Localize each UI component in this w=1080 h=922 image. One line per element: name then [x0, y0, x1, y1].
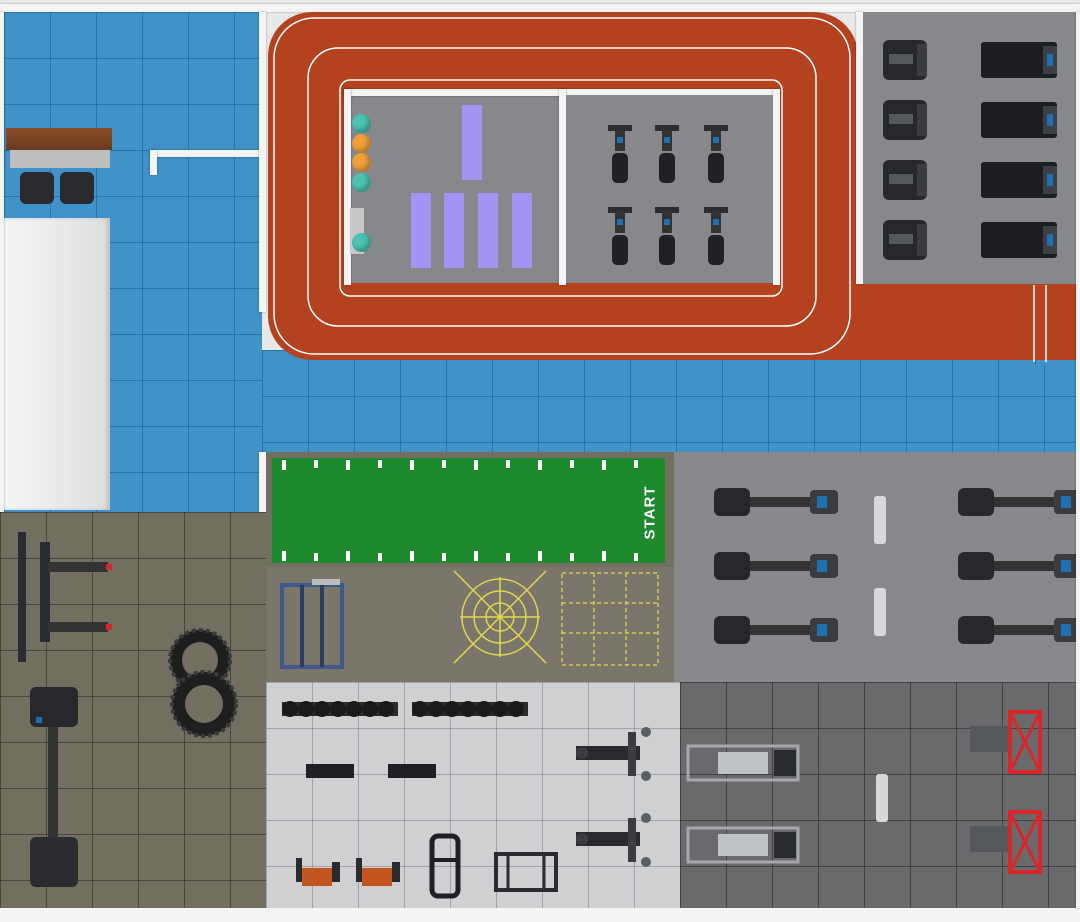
agility-markings	[280, 570, 659, 669]
spin-bike	[704, 125, 728, 183]
treadmill	[981, 222, 1057, 258]
cable-machine	[970, 810, 1042, 874]
yoga-mat	[462, 105, 482, 180]
elliptical	[883, 220, 927, 260]
corridor-floor	[262, 350, 1080, 452]
free-weights-floor	[266, 682, 680, 908]
free-weight-equipment	[282, 701, 651, 899]
rowing-machine	[714, 552, 838, 580]
outer-wall-top	[0, 4, 1080, 12]
functional-equipment	[18, 532, 238, 887]
rower-equipment	[714, 488, 1080, 644]
outer-wall-right	[1076, 12, 1080, 908]
cable-machine	[429, 833, 461, 899]
outer-wall-bottom	[0, 908, 1080, 922]
power-rack	[576, 727, 651, 781]
exercise-ball	[352, 233, 371, 252]
power-rack	[280, 579, 344, 669]
flat-bench	[306, 764, 354, 778]
lobby-wall-left	[0, 12, 4, 512]
spin-bike	[655, 125, 679, 183]
yoga-mat	[444, 193, 464, 268]
flat-bench	[388, 764, 436, 778]
elliptical	[883, 160, 927, 200]
cable-machine	[18, 532, 112, 662]
power-rack	[576, 813, 651, 867]
exercise-ball	[352, 153, 371, 172]
rowing-machine	[958, 552, 1080, 580]
leg-press	[686, 744, 800, 782]
spin-bikes	[608, 125, 728, 265]
lounge-bench	[6, 128, 112, 170]
start-label-wrap: START	[620, 485, 680, 539]
yoga-mat	[411, 193, 431, 268]
treadmill	[981, 42, 1057, 78]
leg-press	[296, 858, 340, 886]
elliptical	[883, 40, 927, 80]
spin-bike	[655, 207, 679, 265]
exercise-ball	[352, 173, 371, 192]
agility-target	[453, 570, 547, 664]
lobby-wall-vertical	[259, 12, 266, 312]
lobby-wall-stub	[150, 150, 157, 175]
tractor-tire	[170, 670, 238, 738]
dumbbell-rack	[412, 701, 528, 717]
elliptical	[883, 100, 927, 140]
rowing-machine	[30, 687, 78, 887]
spin-bike	[608, 207, 632, 265]
turf-lane	[272, 458, 665, 563]
exercise-ball	[352, 134, 371, 153]
lobby-wall-short	[150, 150, 262, 157]
storage-block	[0, 218, 110, 510]
yoga-mat	[478, 193, 498, 268]
treadmill	[981, 162, 1057, 198]
indoor-track-straight	[780, 284, 1080, 360]
treadmill	[981, 102, 1057, 138]
stretch-room-wall-left	[344, 89, 351, 285]
pillar	[876, 774, 888, 822]
yoga-mat	[512, 193, 532, 268]
treadmill-wall	[856, 12, 863, 284]
exercise-ball	[352, 114, 371, 133]
rowing-machine	[958, 616, 1080, 644]
spin-bike	[704, 207, 728, 265]
cable-machine	[494, 852, 558, 892]
turf-yard-marks	[282, 460, 638, 561]
leg-press	[686, 826, 800, 864]
spin-bike	[608, 125, 632, 183]
start-label: START	[641, 485, 659, 539]
rowing-machine	[714, 488, 838, 516]
lounge-chair	[20, 172, 54, 204]
lounge-chair	[60, 172, 94, 204]
rowing-machine	[958, 488, 1080, 516]
strength-equipment	[686, 710, 1042, 874]
pillar	[874, 588, 886, 636]
rowing-machine	[714, 616, 838, 644]
leg-press	[356, 858, 400, 886]
agility-grid	[561, 572, 659, 666]
pillar	[874, 496, 886, 544]
cable-machine	[970, 710, 1042, 774]
cardio-machines	[883, 40, 1057, 260]
dumbbell-rack	[282, 701, 398, 717]
studio-wall-right	[773, 89, 780, 285]
studio-divider	[559, 89, 566, 285]
